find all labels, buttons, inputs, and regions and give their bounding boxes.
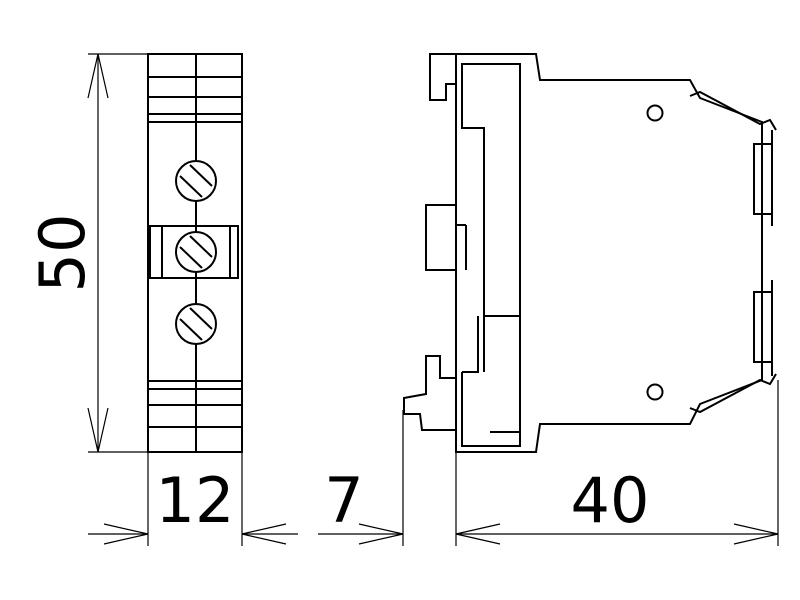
front-view xyxy=(147,53,243,453)
dimension-depth-label: 40 xyxy=(571,464,650,537)
terminal-contact-top xyxy=(689,90,777,226)
dimension-front-width: 12 xyxy=(88,452,298,546)
dimension-height-label: 50 xyxy=(26,214,99,293)
side-view xyxy=(403,53,777,453)
dimension-front-width-label: 12 xyxy=(156,464,235,537)
dimension-depth: 40 xyxy=(456,380,779,546)
inner-rail-profile xyxy=(461,63,521,317)
dimension-height: 50 xyxy=(26,53,148,453)
front-view-bottom-ribs xyxy=(148,380,242,428)
side-view-body-outline xyxy=(455,53,763,453)
mounting-hole-top-icon xyxy=(646,104,664,122)
screw-middle-icon xyxy=(175,231,217,273)
dimension-rail-offset-label: 7 xyxy=(324,464,363,537)
lower-release-lever xyxy=(403,355,456,431)
screw-top-icon xyxy=(175,160,217,202)
middle-latch xyxy=(425,204,456,271)
upper-din-hook xyxy=(429,53,456,101)
clamp-body xyxy=(149,225,239,279)
mounting-hole-bottom-icon xyxy=(646,383,664,401)
dimension-rail-offset: 7 xyxy=(318,410,501,546)
front-view-top-ribs xyxy=(148,76,242,123)
screw-bottom-icon xyxy=(175,303,217,345)
terminal-contact-bottom xyxy=(689,280,777,414)
